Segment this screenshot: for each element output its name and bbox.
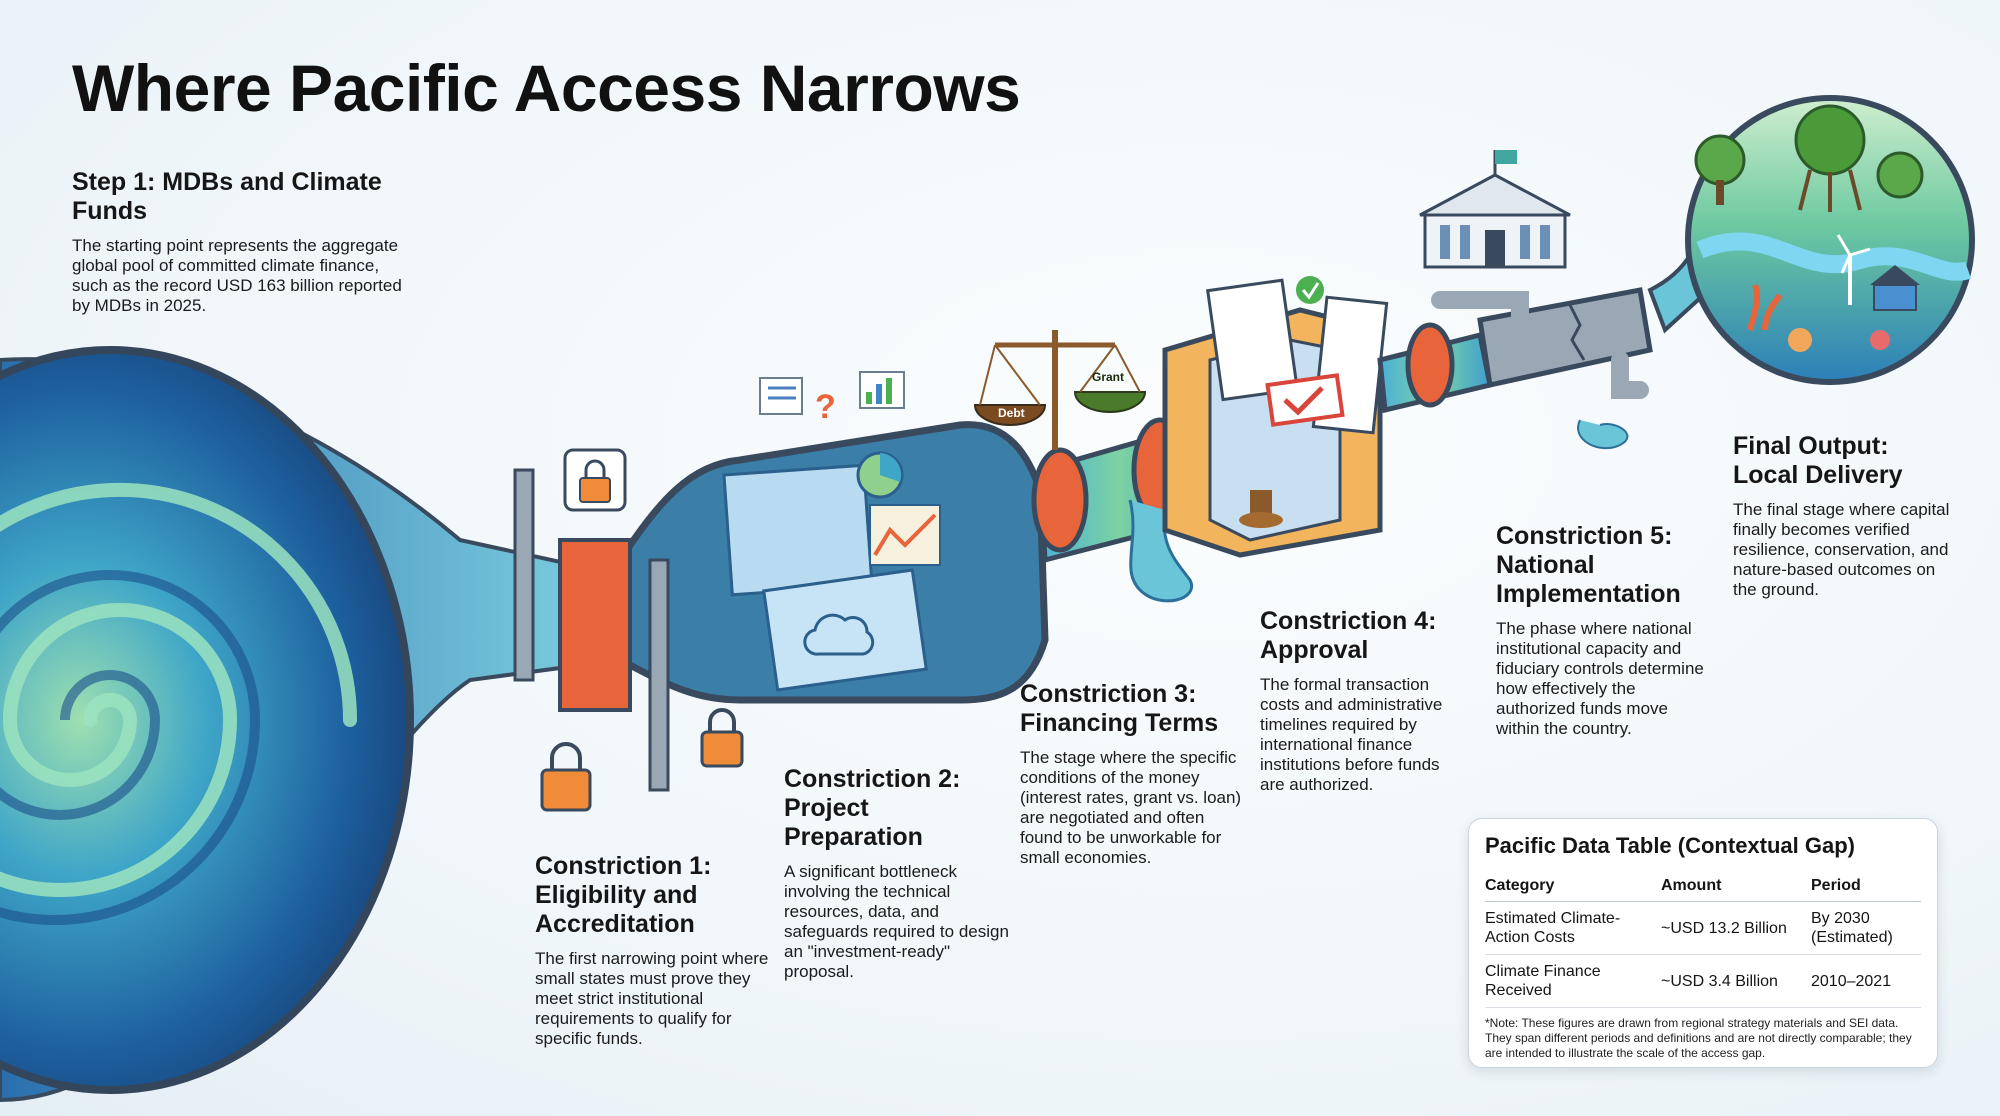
wind-turbine-icon — [1836, 234, 1871, 305]
constriction-heading: Constriction 3: Financing Terms — [1020, 680, 1219, 737]
mangrove-tree-icon — [1794, 104, 1866, 176]
eligibility-gate — [513, 448, 744, 812]
constriction-1-block: Constriction 1: Eligibility and Accredit… — [535, 852, 775, 1049]
debt-grant-scale: Debt Grant — [973, 330, 1147, 450]
table-cell-category: Estimated Climate-Action Costs — [1485, 901, 1661, 955]
government-building-icon — [1419, 150, 1571, 269]
constriction-text: The first narrowing point where small st… — [535, 949, 769, 1048]
house-icon — [1870, 265, 1920, 311]
constriction-text: A significant bottleneck involving the t… — [784, 862, 1009, 981]
question-mark-icon: ? — [815, 388, 836, 426]
step1-block: Step 1: MDBs and Climate Funds The start… — [72, 168, 402, 316]
constriction-5-block: Constriction 5: National Implementation … — [1496, 522, 1706, 739]
constriction-text: The phase where national institutional c… — [1496, 619, 1704, 738]
table-cell-category: Climate Finance Received — [1485, 954, 1661, 1008]
column-header-amount: Amount — [1661, 877, 1811, 902]
constriction-heading: Constriction 2: Project Preparation — [784, 765, 961, 851]
constriction-text: The stage where the specific conditions … — [1020, 748, 1242, 867]
scale-label-debt: Debt — [998, 406, 1025, 420]
final-output-block: Final Output: Local Delivery The final s… — [1733, 432, 1953, 600]
constriction-heading: Constriction 4: Approval — [1260, 607, 1437, 664]
lock-icon — [700, 708, 744, 768]
vortex-funnel — [0, 346, 622, 1103]
tree-icon — [1694, 134, 1746, 186]
table-cell-amount: ~USD 3.4 Billion — [1661, 954, 1811, 1008]
final-heading: Final Output: Local Delivery — [1733, 432, 1903, 489]
table-header-row: Category Amount Period — [1485, 877, 1921, 902]
column-header-category: Category — [1485, 877, 1661, 902]
constriction-2-block: Constriction 2: Project Preparation A si… — [784, 765, 1014, 982]
scale-label-grant: Grant — [1092, 370, 1124, 384]
local-delivery-globe — [1647, 95, 1975, 385]
coral-icon — [1747, 284, 1783, 331]
data-table-note: *Note: These figures are drawn from regi… — [1485, 1016, 1912, 1060]
final-text: The final stage where capital finally be… — [1733, 500, 1950, 599]
constriction-4-block: Constriction 4: Approval The formal tran… — [1260, 607, 1460, 795]
table-row: Estimated Climate-Action Costs ~USD 13.2… — [1485, 901, 1921, 955]
pacific-data-table-card: Pacific Data Table (Contextual Gap) Cate… — [1468, 818, 1938, 1068]
data-table: Category Amount Period Estimated Climate… — [1485, 877, 1921, 1008]
column-header-period: Period — [1811, 877, 1921, 902]
implementation-pipe — [1377, 287, 1653, 450]
lock-icon — [540, 742, 592, 812]
step1-heading: Step 1: MDBs and Climate Funds — [72, 168, 382, 225]
table-cell-amount: ~USD 13.2 Billion — [1661, 901, 1811, 955]
approval-box — [1162, 276, 1389, 558]
table-row: Climate Finance Received ~USD 3.4 Billio… — [1485, 954, 1921, 1008]
data-table-title: Pacific Data Table (Contextual Gap) — [1485, 833, 1856, 858]
check-icon — [1296, 276, 1324, 304]
constriction-heading: Constriction 5: National Implementation — [1496, 522, 1681, 608]
approval-check-icon — [1283, 386, 1324, 416]
table-cell-period: 2010–2021 — [1811, 954, 1921, 1008]
constriction-3-block: Constriction 3: Financing Terms The stag… — [1020, 680, 1250, 868]
lock-icon — [563, 448, 627, 512]
data-icons: ? — [759, 371, 905, 426]
step1-text: The starting point represents the aggreg… — [72, 236, 402, 315]
constriction-heading: Constriction 1: Eligibility and Accredit… — [535, 852, 712, 938]
constriction-text: The formal transaction costs and adminis… — [1260, 675, 1443, 794]
table-cell-period: By 2030 (Estimated) — [1811, 901, 1921, 955]
page-title: Where Pacific Access Narrows — [72, 51, 1021, 125]
project-chamber — [616, 421, 1049, 704]
